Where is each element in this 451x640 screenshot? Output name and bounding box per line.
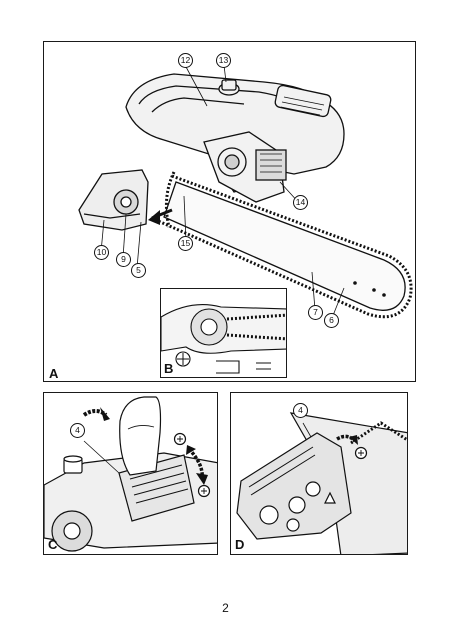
callout-10: 10 <box>94 245 109 260</box>
panel-label-a: A <box>49 366 59 381</box>
callout-14: 14 <box>293 195 308 210</box>
callout-12: 12 <box>178 53 193 68</box>
callout-4: 4 <box>293 403 308 418</box>
callout-4: 4 <box>70 423 85 438</box>
callout-9: 9 <box>116 252 131 267</box>
cover-knob-hand-illustration <box>44 396 217 552</box>
figure-panel-b: B <box>160 288 287 378</box>
panel-label-b: B <box>164 361 174 376</box>
panel-label-c: C <box>48 537 58 552</box>
callout-6: 6 <box>324 313 339 328</box>
panel-label-d: D <box>235 537 245 552</box>
figure-panel-c: 4 C <box>43 392 218 555</box>
callout-7: 7 <box>308 305 323 320</box>
callout-13: 13 <box>216 53 231 68</box>
callout-15: 15 <box>178 236 193 251</box>
page-number: 2 <box>222 601 229 615</box>
figure-panel-a: 12 13 14 15 10 9 5 7 6 A <box>43 41 416 382</box>
callout-5: 5 <box>131 263 146 278</box>
figure-panel-d: 4 D <box>230 392 408 555</box>
chain-sprocket-detail-illustration <box>161 304 286 374</box>
chainsaw-overview-illustration <box>78 64 413 319</box>
side-cover-detail-illustration <box>236 412 407 554</box>
